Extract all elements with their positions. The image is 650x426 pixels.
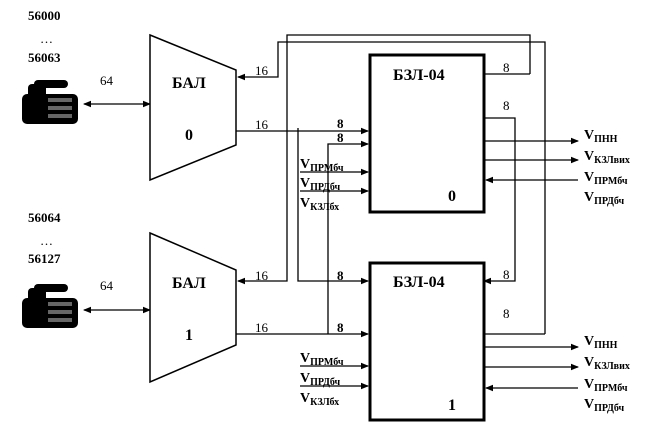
signal-kzl-out-0: VКЗЛвих bbox=[584, 149, 630, 166]
bzl0-out-b bbox=[483, 117, 516, 285]
bal-1-block bbox=[149, 231, 237, 384]
bzl-1-index: 1 bbox=[448, 397, 456, 414]
signal-prd-bch-1: VПРДбч bbox=[300, 371, 340, 388]
bus-label: 8 bbox=[337, 320, 344, 335]
bus-label: 8 bbox=[503, 267, 510, 282]
bus-label: 16 bbox=[255, 268, 269, 283]
bal-1-title: БАЛ bbox=[172, 275, 206, 292]
bzl0-to-bal1-feedback-bus bbox=[237, 34, 531, 285]
signal-prm-bch-out-0: VПРМбч bbox=[584, 170, 628, 187]
signal-prm-bch-out-1: VПРМбч bbox=[584, 377, 628, 394]
telephone-icon bbox=[22, 284, 78, 328]
bal-0-title: БАЛ bbox=[172, 75, 206, 92]
bus-label: 8 bbox=[337, 116, 344, 131]
range-dots-bottom: … bbox=[40, 233, 53, 248]
signal-prd-bch-out-0: VПРДбч bbox=[584, 190, 624, 207]
bus-label: 8 bbox=[337, 130, 344, 145]
bzl-0-index: 0 bbox=[448, 188, 456, 205]
signal-pnn-1: VПНН bbox=[584, 334, 618, 351]
telephone-icon bbox=[22, 80, 78, 124]
bus-label: 16 bbox=[255, 117, 269, 132]
bus-label: 8 bbox=[503, 306, 510, 321]
bal1-to-bzl0-bus bbox=[327, 140, 369, 334]
bzl-1-title: БЗЛ-04 bbox=[393, 274, 445, 291]
range-dots-top: … bbox=[40, 31, 53, 46]
signal-kzl-out-1: VКЗЛвих bbox=[584, 355, 630, 372]
bzl-0-title: БЗЛ-04 bbox=[393, 67, 445, 84]
phone1-line-count: 64 bbox=[100, 278, 114, 293]
signal-prm-bch-1: VПРМбч bbox=[300, 351, 344, 368]
signal-pnn-0: VПНН bbox=[584, 128, 618, 145]
signal-prd-bch-out-1: VПРДбч bbox=[584, 397, 624, 414]
bus-label: 16 bbox=[255, 320, 269, 335]
signal-kzl-bx-0: VКЗЛбх bbox=[300, 196, 339, 213]
range-end-top: 56063 bbox=[28, 50, 61, 65]
bal0-to-bzl1-bus bbox=[297, 128, 369, 285]
bzl-04-block-1 bbox=[368, 261, 486, 422]
bus-label: 8 bbox=[503, 98, 510, 113]
bus-label: 8 bbox=[503, 60, 510, 75]
range-end-bottom: 56127 bbox=[28, 251, 61, 266]
bus-label: 8 bbox=[337, 268, 344, 283]
bzl1-to-bal0-feedback-bus bbox=[237, 41, 546, 334]
phone0-line-count: 64 bbox=[100, 73, 114, 88]
range-start-top: 56000 bbox=[28, 8, 61, 23]
bal-0-index: 0 bbox=[185, 127, 193, 144]
bal-1-index: 1 bbox=[185, 327, 193, 344]
range-start-bottom: 56064 bbox=[28, 210, 61, 225]
signal-kzl-bx-1: VКЗЛбх bbox=[300, 391, 339, 408]
bzl-04-block-0 bbox=[368, 53, 486, 214]
signal-prm-bch-0: VПРМбч bbox=[300, 157, 344, 174]
bal-0-block bbox=[149, 33, 237, 182]
signal-prd-bch-0: VПРДбч bbox=[300, 176, 340, 193]
bus-label: 16 bbox=[255, 63, 269, 78]
